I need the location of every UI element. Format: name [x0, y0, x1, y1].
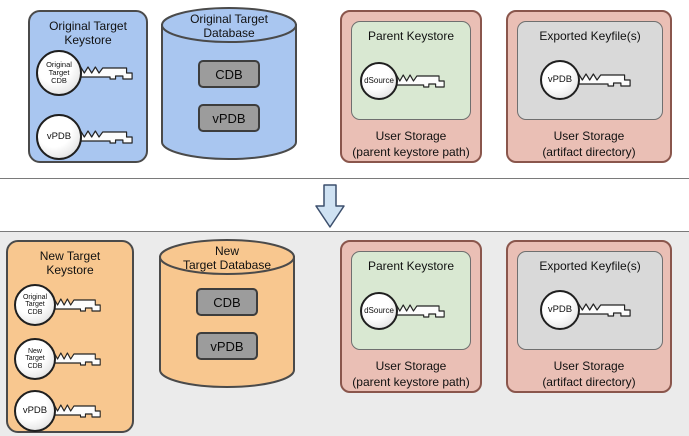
parent-keystore-storage-top: Parent Keystore dSource User Storage (pa… [340, 10, 482, 163]
key-bow: vPDB [540, 60, 580, 100]
vpdb-keyfile-key: vPDB [540, 60, 631, 100]
original-target-keystore-title: Original Target Keystore [49, 19, 127, 48]
exported-keyfiles-caption: User Storage (artifact directory) [542, 359, 636, 389]
parent-keystore-caption: User Storage (parent keystore path) [352, 129, 470, 159]
parent-keystore-storage-bottom: Parent Keystore dSource User Storage (pa… [340, 240, 482, 393]
key-shaft [51, 352, 101, 366]
vpdb-label: vPDB [210, 338, 244, 354]
key-label: dSource [364, 75, 394, 85]
database-cylinder-icon [161, 7, 297, 160]
parent-keystore-box: Parent Keystore dSource [351, 251, 471, 350]
divider-line-bottom [0, 231, 689, 232]
key-shaft [77, 130, 133, 144]
key-label: vPDB [547, 304, 573, 316]
vpdb-keyfile-key: vPDB [540, 290, 631, 330]
vpdb-box: vPDB [198, 104, 260, 132]
key-shaft [575, 73, 631, 87]
key-shaft [51, 298, 101, 312]
key-label: Original Target CDB [46, 60, 72, 85]
key-label: vPDB [547, 74, 573, 86]
parent-keystore-box: Parent Keystore dSource [351, 21, 471, 120]
key-shaft [77, 66, 133, 80]
new-target-keystore-title: New Target Keystore [39, 249, 101, 278]
cdb-label: CDB [215, 66, 243, 82]
key-label: vPDB [46, 131, 72, 143]
parent-keystore-title: Parent Keystore [367, 29, 455, 43]
parent-keystore-caption: User Storage (parent keystore path) [352, 359, 470, 389]
divider-line-top [0, 178, 689, 179]
database-cylinder-icon [159, 239, 295, 388]
original-target-database: Original Target Database CDB vPDB [160, 6, 298, 162]
key-bow: New Target CDB [14, 338, 56, 380]
new-target-database: New Target Database CDB vPDB [158, 238, 296, 390]
key-label: New Target CDB [25, 347, 45, 370]
cdb-box: CDB [196, 288, 258, 316]
dsource-key: dSource [360, 62, 445, 100]
original-target-database-title: Original Target Database [190, 12, 268, 41]
key-label: dSource [364, 305, 394, 315]
exported-keyfiles-storage-bottom: Exported Keyfile(s) vPDB User Storage (a… [506, 240, 672, 393]
new-target-database-title: New Target Database [182, 244, 272, 273]
vpdb-box: vPDB [196, 332, 258, 360]
key-shaft [393, 304, 445, 318]
key-label: vPDB [22, 405, 48, 417]
exported-keyfiles-title: Exported Keyfile(s) [539, 29, 641, 43]
new-target-keystore: New Target Keystore Original Target CDB … [6, 240, 134, 433]
vpdb-label: vPDB [212, 110, 246, 126]
cdb-box: CDB [198, 60, 260, 88]
dsource-key: dSource [360, 292, 445, 330]
exported-keyfiles-title: Exported Keyfile(s) [539, 259, 641, 273]
key-bow: dSource [360, 292, 398, 330]
vpdb-key: vPDB [36, 114, 133, 160]
key-label: Original Target CDB [22, 293, 48, 316]
cdb-label: CDB [213, 294, 241, 310]
key-bow: vPDB [36, 114, 82, 160]
parent-keystore-title: Parent Keystore [367, 259, 455, 273]
original-target-cdb-key: Original Target CDB [36, 50, 133, 96]
original-target-cdb-key: Original Target CDB [14, 284, 101, 326]
original-target-keystore: Original Target Keystore Original Target… [28, 10, 148, 163]
key-bow: dSource [360, 62, 398, 100]
exported-keyfiles-caption: User Storage (artifact directory) [542, 129, 636, 159]
exported-keyfiles-storage-top: Exported Keyfile(s) vPDB User Storage (a… [506, 10, 672, 163]
vpdb-key: vPDB [14, 390, 101, 432]
exported-keyfiles-box: Exported Keyfile(s) vPDB [517, 251, 663, 350]
key-bow: vPDB [14, 390, 56, 432]
key-bow: vPDB [540, 290, 580, 330]
exported-keyfiles-box: Exported Keyfile(s) vPDB [517, 21, 663, 120]
key-shaft [575, 303, 631, 317]
key-shaft [393, 74, 445, 88]
key-shaft [51, 404, 101, 418]
key-bow: Original Target CDB [36, 50, 82, 96]
down-arrow-icon [315, 184, 345, 228]
new-target-cdb-key: New Target CDB [14, 338, 101, 380]
key-bow: Original Target CDB [14, 284, 56, 326]
